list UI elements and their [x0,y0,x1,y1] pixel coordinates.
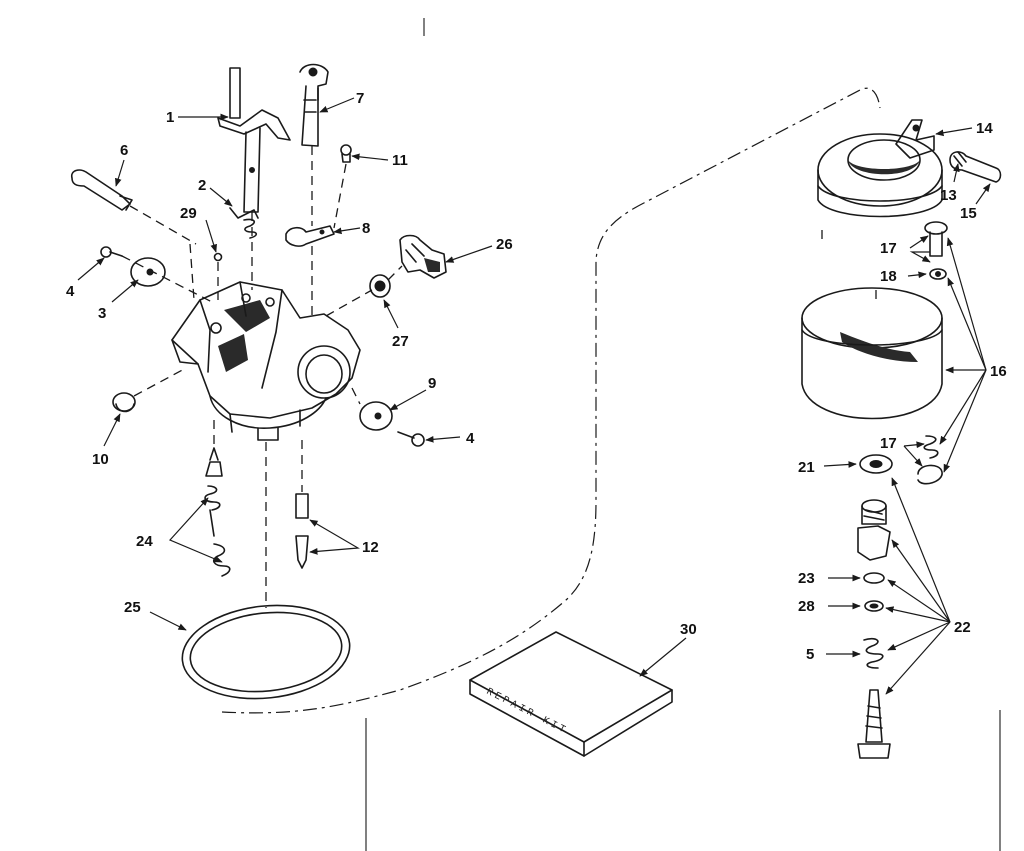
part-29-ball [213,252,223,262]
callout-14: 14 [976,120,993,137]
callout-5: 5 [806,646,814,663]
part-23-oring [863,572,885,584]
callout-4-right: 4 [466,430,475,447]
callout-7: 7 [356,90,364,107]
callout-11: 11 [392,152,408,169]
part-7-shaft [299,63,329,147]
right-assembly-guides [821,230,877,300]
leader-lines [77,97,991,695]
part-4-screw-left [100,246,123,258]
callout-13: 13 [940,187,957,204]
kit-boundary-outline [221,87,881,714]
part-25-gasket-ring [181,604,351,700]
part-1-throttle-shaft [217,67,291,213]
callout-27: 27 [392,333,409,350]
part-10-plug [112,392,136,413]
part-4-screw-right [397,431,425,447]
callout-1: 1 [166,109,174,126]
part-21-washer [859,454,893,474]
callout-26: 26 [496,236,513,253]
callout-30: 30 [680,621,697,638]
callout-22: 22 [954,619,971,636]
callout-9: 9 [428,375,436,392]
part-12-pins [295,493,309,569]
part-28-oring [864,600,884,612]
callout-28: 28 [798,598,815,615]
part-9-washer [359,401,393,431]
part-30-repair-kit: REPAIR KIT [469,631,673,757]
part-6-pin [70,169,133,211]
callout-6: 6 [120,142,128,159]
scan-artifacts [365,18,1001,851]
part-17-pin-upper [924,221,948,257]
part-5-spring [863,637,884,669]
callout-18: 18 [880,268,897,285]
part-22-nut [857,499,891,561]
callout-16: 16 [990,363,1007,380]
part-22-needle-screw [857,689,891,759]
callout-29: 29 [180,205,197,222]
part-14-top-cover [817,119,943,218]
part-16-bowl [801,287,943,420]
callout-3: 3 [98,305,106,322]
callout-4-left: 4 [66,283,75,300]
carburetor-body [171,281,361,441]
callout-24: 24 [136,533,153,550]
part-26-fitting [399,234,447,279]
callout-25: 25 [124,599,141,616]
callout-23: 23 [798,570,815,587]
callout-2: 2 [198,177,206,194]
callout-17-lower: 17 [880,435,897,452]
callout-labels: 1 2 3 4 4 5 6 7 8 9 10 11 12 13 14 15 16… [66,90,1007,663]
repair-kit-text: REPAIR KIT [484,687,569,738]
callout-8: 8 [362,220,370,237]
part-18-seat [929,268,947,280]
callout-10: 10 [92,451,109,468]
callout-15: 15 [960,205,977,222]
part-2-spring [229,207,259,239]
part-8-plate [285,225,335,247]
callout-12: 12 [362,539,379,556]
part-17-spring-lower [917,435,943,485]
callout-21: 21 [798,459,815,476]
part-27-seal [369,274,391,298]
part-11-screw [340,144,352,163]
callout-17-upper: 17 [880,240,897,257]
left-assembly-guides [121,146,403,608]
